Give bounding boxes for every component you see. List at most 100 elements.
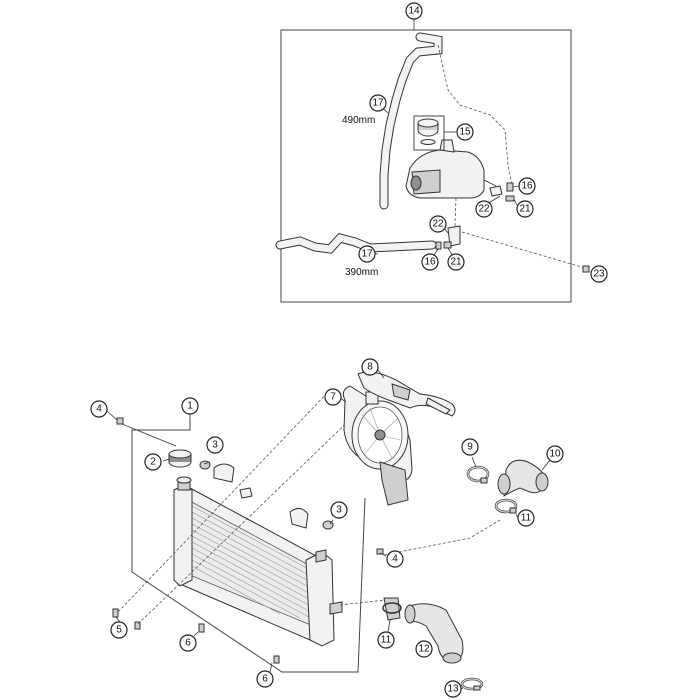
hose-390mm-inner [276, 234, 436, 253]
hose-clamp-13 [460, 677, 484, 691]
svg-text:6: 6 [262, 674, 268, 685]
callout-6-upper: 6 [179, 634, 197, 652]
callout-16-upper: 16 [518, 177, 536, 195]
screw-small-left [134, 621, 141, 630]
svg-text:3: 3 [336, 505, 342, 516]
callout-17-upper: 17 [369, 94, 387, 112]
svg-text:9: 9 [467, 442, 473, 453]
callout-4-lower: 4 [386, 550, 404, 568]
screw-4-lower [376, 548, 384, 555]
callout-22-lower: 22 [429, 215, 447, 233]
hose-fitting-22-lower [447, 225, 461, 247]
callout-16-lower: 16 [421, 253, 439, 271]
expansion-tank-frame [280, 29, 572, 303]
hose-clamp-11-upper [494, 498, 518, 514]
callout-17-lower: 17 [358, 245, 376, 263]
callout-13: 13 [444, 680, 462, 698]
callout-3-upper: 3 [206, 436, 224, 454]
callout-15: 15 [456, 123, 474, 141]
screw-4-upper [116, 417, 124, 425]
svg-text:4: 4 [96, 404, 102, 415]
callout-4-upper: 4 [90, 400, 108, 418]
screw-21-lower [443, 241, 452, 249]
hose-clamp-16-upper [506, 182, 514, 192]
svg-text:22: 22 [478, 204, 490, 215]
radiator-group [105, 389, 501, 673]
hose-10 [497, 459, 549, 497]
hose-clamp-11-lower [382, 597, 402, 621]
hose-12 [404, 603, 464, 664]
cap-box [413, 115, 445, 151]
dimension-490mm: 490mm [342, 115, 375, 126]
callout-12: 12 [415, 640, 433, 658]
callout-5: 5 [110, 621, 128, 639]
callout-21-upper: 21 [516, 200, 534, 218]
svg-text:3: 3 [212, 440, 218, 451]
callout-11-lower: 11 [377, 631, 395, 649]
svg-text:16: 16 [521, 181, 533, 192]
svg-text:21: 21 [519, 204, 531, 215]
svg-text:22: 22 [432, 219, 444, 230]
svg-text:17: 17 [372, 98, 384, 109]
callout-22-upper: 22 [475, 200, 493, 218]
dimension-390mm: 390mm [345, 267, 378, 278]
svg-text:16: 16 [424, 257, 436, 268]
svg-text:1: 1 [187, 401, 193, 412]
svg-text:15: 15 [459, 127, 471, 138]
radiator-cap [168, 449, 192, 468]
callout-3-lower: 3 [330, 501, 348, 519]
hose-clamp-9 [466, 465, 490, 484]
svg-text:21: 21 [450, 257, 462, 268]
fan-motor-bracket [379, 461, 409, 506]
svg-text:12: 12 [418, 644, 430, 655]
svg-text:11: 11 [521, 513, 532, 524]
svg-text:14: 14 [408, 6, 420, 17]
svg-text:17: 17 [361, 249, 373, 260]
svg-text:13: 13 [447, 684, 459, 695]
screw-23 [582, 265, 590, 273]
callout-14: 14 [405, 2, 423, 20]
expansion-tank [405, 139, 497, 199]
callout-10: 10 [546, 445, 564, 463]
callout-6-lower: 6 [256, 670, 274, 688]
radiator [173, 463, 343, 647]
radiator-fins [191, 505, 319, 623]
svg-text:23: 23 [593, 269, 605, 280]
callout-9: 9 [461, 438, 479, 456]
alignment-line-b [137, 409, 361, 625]
fan-assembly [342, 385, 413, 506]
callout-7: 7 [324, 388, 342, 406]
svg-text:10: 10 [549, 449, 561, 460]
svg-text:5: 5 [116, 625, 122, 636]
callout-11-upper: 11 [517, 509, 535, 527]
expansion-tank-group [275, 19, 590, 303]
hose-clamp-16-lower [435, 241, 442, 250]
alignment-line-a [117, 389, 331, 613]
fan-hub [374, 429, 386, 441]
callout-8: 8 [361, 358, 379, 376]
hose-fitting-22-upper [489, 185, 503, 197]
screw-21-upper [505, 195, 515, 202]
screw-5 [112, 608, 119, 618]
screw-6-lower [273, 655, 280, 664]
callout-23: 23 [590, 265, 608, 283]
screw-6-upper [198, 623, 205, 633]
radiator-frame [131, 418, 366, 673]
svg-text:7: 7 [330, 392, 336, 403]
callout-2: 2 [144, 453, 162, 471]
callout-21-lower: 21 [447, 253, 465, 271]
svg-text:2: 2 [150, 457, 156, 468]
hose-routing-line [437, 44, 513, 186]
svg-text:11: 11 [381, 635, 392, 646]
svg-text:6: 6 [185, 638, 191, 649]
svg-text:4: 4 [392, 554, 398, 565]
svg-text:8: 8 [367, 362, 373, 373]
alignment-line-c [383, 519, 501, 556]
expansion-tank-cap [417, 118, 439, 145]
callout-1: 1 [181, 397, 199, 415]
alignment-line-d [339, 599, 386, 606]
screw-routing-line [461, 231, 586, 269]
fan-cover [357, 371, 456, 417]
